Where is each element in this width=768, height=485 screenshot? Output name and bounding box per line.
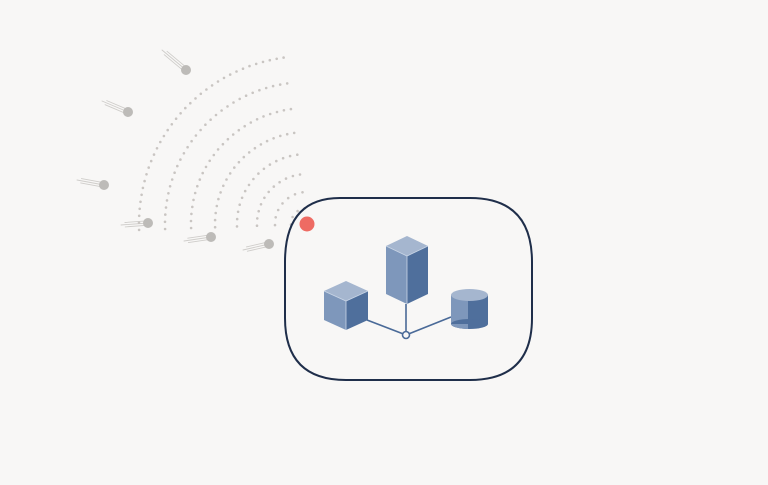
incoming-projectile-icon — [120, 218, 153, 228]
incoming-projectile-icon — [161, 49, 191, 75]
incoming-projectile-icon — [183, 232, 216, 244]
wave-arc — [163, 82, 289, 231]
connector-cube — [366, 319, 407, 336]
wave-arc — [189, 107, 293, 230]
incoming-projectile-icon — [101, 100, 133, 117]
incoming-projectile-icon — [76, 178, 109, 190]
incoming-projectiles — [76, 49, 274, 252]
wave-arc — [273, 191, 304, 227]
wave-arc — [213, 131, 296, 229]
hub-node-icon — [401, 330, 411, 340]
wave-arc — [235, 153, 299, 228]
component-connectors — [366, 304, 452, 336]
tall-block-icon — [385, 236, 429, 304]
signal-waves — [137, 56, 307, 232]
wave-arc — [137, 56, 285, 232]
incoming-projectile-icon — [242, 239, 274, 252]
cylinder-icon — [450, 289, 488, 329]
connector-cylinder — [405, 316, 452, 336]
wave-arc — [255, 173, 302, 227]
cube-icon — [323, 281, 369, 330]
protected-boundary — [284, 197, 533, 381]
breach-point-icon — [299, 216, 315, 232]
